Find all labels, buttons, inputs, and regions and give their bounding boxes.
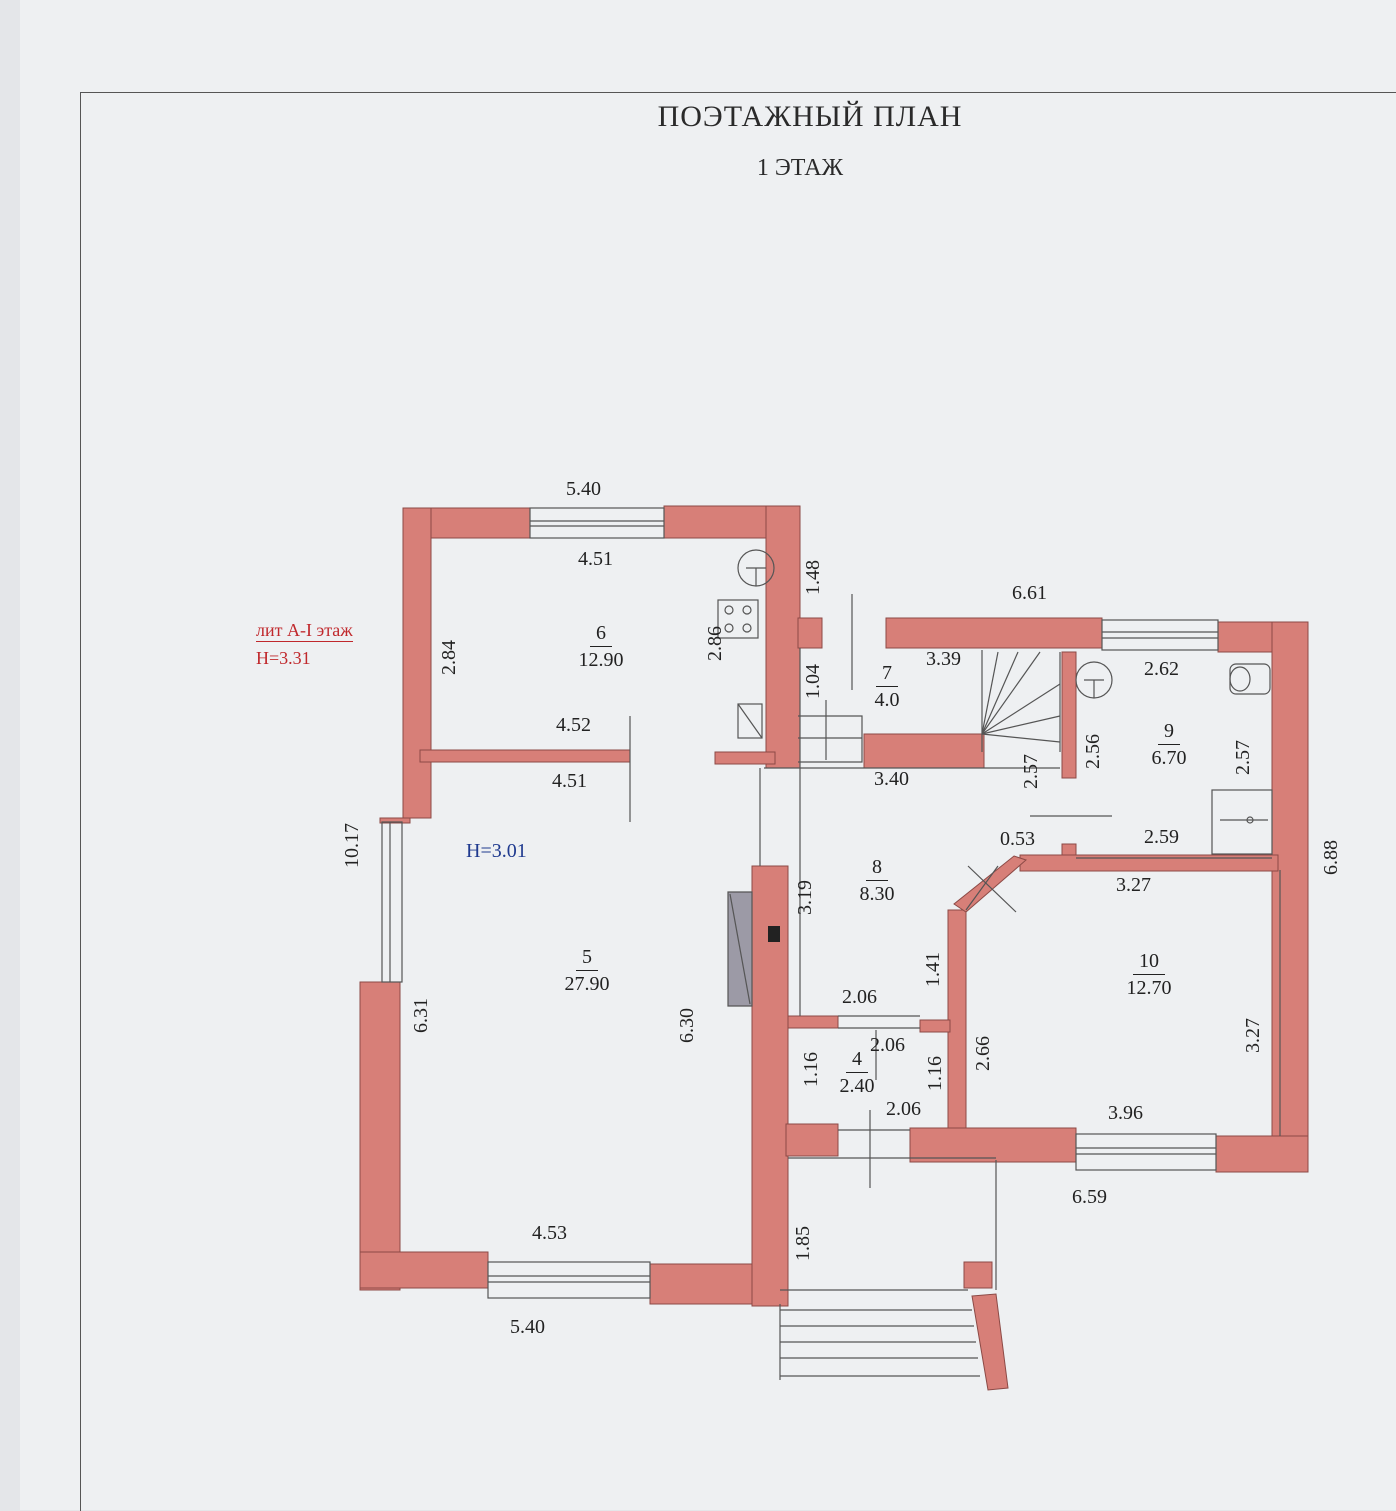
room-7-label: 7 4.0 <box>852 660 922 713</box>
room-6-label: 6 12.90 <box>566 620 636 673</box>
room-number: 7 <box>876 660 898 687</box>
dim-r5-right: 6.30 <box>676 1008 698 1043</box>
lit-height: H=3.31 <box>256 648 311 668</box>
drawing-frame <box>80 92 1396 1511</box>
room-8-label: 8 8.30 <box>842 854 912 907</box>
room-area: 2.40 <box>839 1075 875 1097</box>
wall <box>1271 621 1309 1173</box>
room-number: 10 <box>1133 948 1165 975</box>
wall <box>1215 1135 1309 1173</box>
dim-r4-bottom: 2.06 <box>886 1098 921 1120</box>
dim-hall-top: 3.40 <box>874 768 909 790</box>
room-area: 4.0 <box>874 689 900 711</box>
dim-bottom-left-outer: 5.40 <box>510 1316 545 1338</box>
dim-r10-top: 3.27 <box>1116 874 1151 896</box>
dim-r4-left: 1.16 <box>800 1052 822 1087</box>
wall <box>785 1123 839 1157</box>
wall <box>953 855 1027 913</box>
room5-height: H=3.01 <box>466 840 527 862</box>
wall <box>714 751 776 765</box>
wall <box>359 981 401 1291</box>
dim-r8-left: 3.19 <box>794 880 816 915</box>
dim-r8-right: 1.41 <box>922 952 944 987</box>
dim-r6-top: 4.51 <box>578 548 613 570</box>
dim-r9-left: 2.56 <box>1082 734 1104 769</box>
wall <box>971 1293 1009 1391</box>
dim-r6-right: 2.86 <box>704 626 726 661</box>
plan-subtitle: 1 ЭТАЖ <box>756 155 844 181</box>
dim-r7-height: 1.04 <box>802 664 824 699</box>
wall <box>963 1261 993 1289</box>
dim-r9-bottom: 2.59 <box>1144 826 1179 848</box>
dim-r5-top: 4.51 <box>552 770 587 792</box>
dim-top-right-outer: 6.61 <box>1012 582 1047 604</box>
wall <box>787 1015 839 1029</box>
plan-title: ПОЭТАЖНЫЙ ПЛАН <box>657 100 963 133</box>
room-area: 27.90 <box>564 973 610 995</box>
dim-r4-top-a: 2.06 <box>842 986 877 1008</box>
room-area: 8.30 <box>859 883 895 905</box>
dim-total-left: 10.17 <box>341 823 363 868</box>
room-area: 12.70 <box>1126 977 1172 999</box>
dim-top-left-outer: 5.40 <box>566 478 601 500</box>
dim-r5-bottom: 4.53 <box>532 1222 567 1244</box>
wall <box>402 507 432 819</box>
lit-label: лит А-I этаж <box>256 620 353 642</box>
room-number: 9 <box>1158 718 1180 745</box>
dim-r10-right: 3.27 <box>1242 1018 1264 1053</box>
room-10-label: 10 12.70 <box>1114 948 1184 1001</box>
wall <box>947 909 967 1131</box>
room-area: 6.70 <box>1151 747 1187 769</box>
dim-r9-top: 2.62 <box>1144 658 1179 680</box>
wall <box>1061 651 1077 779</box>
room-number: 8 <box>866 854 888 881</box>
wall <box>419 749 631 763</box>
paper-sheet <box>20 0 1396 1510</box>
dim-vest-ext: 1.48 <box>802 560 824 595</box>
dim-bottom-right-outer: 6.59 <box>1072 1186 1107 1208</box>
dim-porch: 1.85 <box>792 1226 814 1261</box>
room-5-label: 5 27.90 <box>552 944 622 997</box>
dim-r10-bottom: 3.96 <box>1108 1102 1143 1124</box>
dim-r5-left: 6.31 <box>410 998 432 1033</box>
dim-right-outer: 6.88 <box>1320 840 1342 875</box>
dim-r9-right: 2.57 <box>1232 740 1254 775</box>
dim-r4-top-b: 2.06 <box>870 1034 905 1056</box>
dim-stair-side: 2.57 <box>1020 754 1042 789</box>
room-number: 5 <box>576 944 598 971</box>
dim-r10-left: 2.66 <box>972 1036 994 1071</box>
room-number: 6 <box>590 620 612 647</box>
room-4-label: 4 2.40 <box>822 1046 892 1099</box>
wall <box>797 617 823 649</box>
dim-r6-bottom: 4.52 <box>556 714 591 736</box>
wall <box>863 733 985 769</box>
dim-r8-corner: 0.53 <box>1000 828 1035 850</box>
wall <box>909 1127 1077 1163</box>
dim-r4-right: 1.16 <box>924 1056 946 1091</box>
wall <box>359 1251 489 1289</box>
wall <box>885 617 1103 649</box>
wall <box>765 505 801 769</box>
room-area: 12.90 <box>578 649 624 671</box>
dim-r6-left: 2.84 <box>438 640 460 675</box>
room-9-label: 9 6.70 <box>1134 718 1204 771</box>
room-number: 4 <box>846 1046 868 1073</box>
wall <box>379 817 411 824</box>
dim-r7-width: 3.39 <box>926 648 961 670</box>
wall <box>919 1019 951 1033</box>
